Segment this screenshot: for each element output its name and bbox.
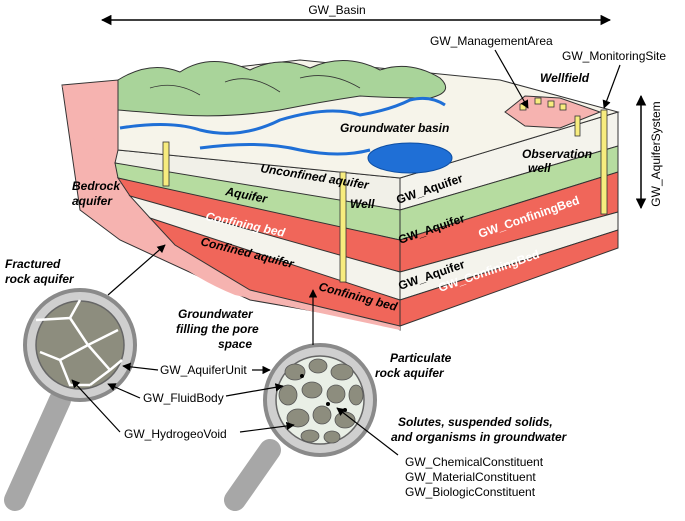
monitoring-site-label: GW_MonitoringSite bbox=[562, 49, 666, 63]
management-area-label: GW_ManagementArea bbox=[430, 34, 553, 48]
wellfield-label: Wellfield bbox=[540, 71, 590, 85]
observation-well-label-1: Observation bbox=[522, 147, 592, 161]
aquifer-unit-label: GW_AquiferUnit bbox=[160, 363, 247, 377]
block-diagram bbox=[61, 59, 620, 331]
bedrock-label-2: aquifer bbox=[72, 194, 113, 208]
particulate-label-2: rock aquifer bbox=[375, 366, 445, 380]
confining-bed-2-layer bbox=[148, 216, 401, 327]
monitoring-site-well bbox=[600, 109, 608, 215]
river bbox=[119, 96, 446, 135]
material-label: GW_MaterialConstituent bbox=[405, 470, 536, 484]
hills bbox=[117, 59, 447, 117]
solutes-label-1: Solutes, suspended solids, bbox=[398, 415, 553, 429]
well-label: Well bbox=[350, 197, 375, 211]
aquifer-system-label: GW_AquiferSystem bbox=[649, 101, 663, 206]
fractured-label-1: Fractured bbox=[5, 257, 61, 271]
solutes-label-2: and organisms in groundwater bbox=[391, 430, 568, 444]
groundwater-basin-label: Groundwater basin bbox=[340, 121, 449, 135]
observation-well-short bbox=[574, 115, 581, 137]
fractured-rock-lens bbox=[4, 288, 137, 511]
well-1 bbox=[162, 141, 170, 187]
well-2 bbox=[339, 171, 347, 283]
pore-label-2: filling the pore bbox=[176, 322, 259, 336]
bedrock-label-1: Bedrock bbox=[72, 179, 121, 193]
pore-label-1: Groundwater bbox=[178, 307, 254, 321]
particulate-label-1: Particulate bbox=[390, 351, 452, 365]
hydrogeo-void-label: GW_HydrogeoVoid bbox=[124, 427, 227, 441]
fractured-label-2: rock aquifer bbox=[5, 272, 75, 286]
basin-label: GW_Basin bbox=[308, 3, 365, 17]
pore-label-3: space bbox=[218, 337, 252, 351]
lake bbox=[367, 142, 453, 174]
chemical-label: GW_ChemicalConstituent bbox=[405, 455, 544, 469]
biologic-label: GW_BiologicConstituent bbox=[405, 485, 536, 499]
observation-well-label-2: well bbox=[528, 161, 551, 175]
particulate-rock-lens bbox=[224, 343, 377, 511]
fluid-body-label: GW_FluidBody bbox=[143, 391, 224, 405]
